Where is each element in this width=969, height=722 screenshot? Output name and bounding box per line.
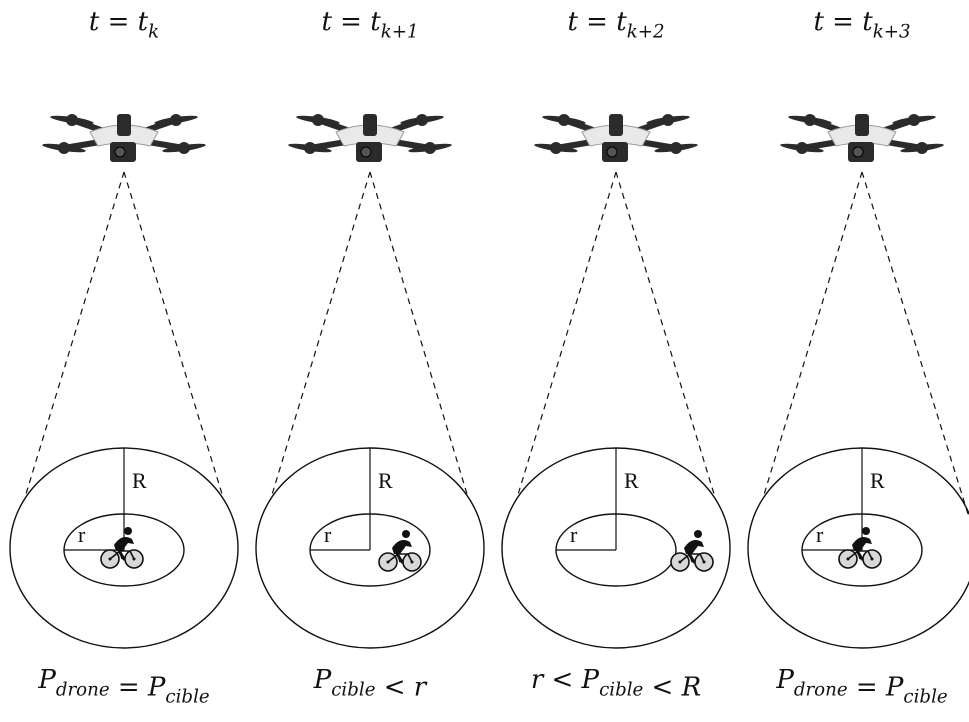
- position-condition-caption: Pdrone = Pcible: [37, 665, 209, 708]
- quadcopter-drone-icon: [288, 114, 452, 162]
- camera-field-of-view: [762, 171, 969, 515]
- label-R: R: [624, 468, 639, 493]
- camera-field-of-view: [25, 171, 223, 495]
- panel-3: t = tk+2Rr r < Pcible < R: [501, 7, 731, 702]
- label-r: r: [78, 522, 86, 547]
- position-condition-caption: Pdrone = Pcible: [775, 665, 947, 708]
- label-R: R: [378, 468, 393, 493]
- camera-field-of-view: [516, 171, 715, 499]
- label-R: R: [870, 468, 885, 493]
- camera-field-of-view: [270, 171, 468, 499]
- quadcopter-drone-icon: [780, 114, 944, 162]
- cyclist-icon: [100, 527, 144, 569]
- quadcopter-drone-icon: [534, 114, 698, 162]
- label-R: R: [132, 468, 147, 493]
- cyclist-icon: [670, 530, 714, 572]
- position-condition-caption: r < Pcible < R: [531, 665, 701, 702]
- time-label: t = tk+1: [321, 7, 418, 42]
- time-label: t = tk: [89, 7, 159, 42]
- cyclist-icon: [378, 530, 422, 572]
- position-condition-caption: Pcible < r: [313, 665, 428, 702]
- cyclist-icon: [838, 527, 882, 569]
- time-label: t = tk+2: [567, 7, 664, 42]
- label-r: r: [570, 522, 578, 547]
- quadcopter-drone-icon: [42, 114, 206, 162]
- label-r: r: [324, 522, 332, 547]
- label-r: r: [816, 522, 824, 547]
- time-label: t = tk+3: [813, 7, 910, 42]
